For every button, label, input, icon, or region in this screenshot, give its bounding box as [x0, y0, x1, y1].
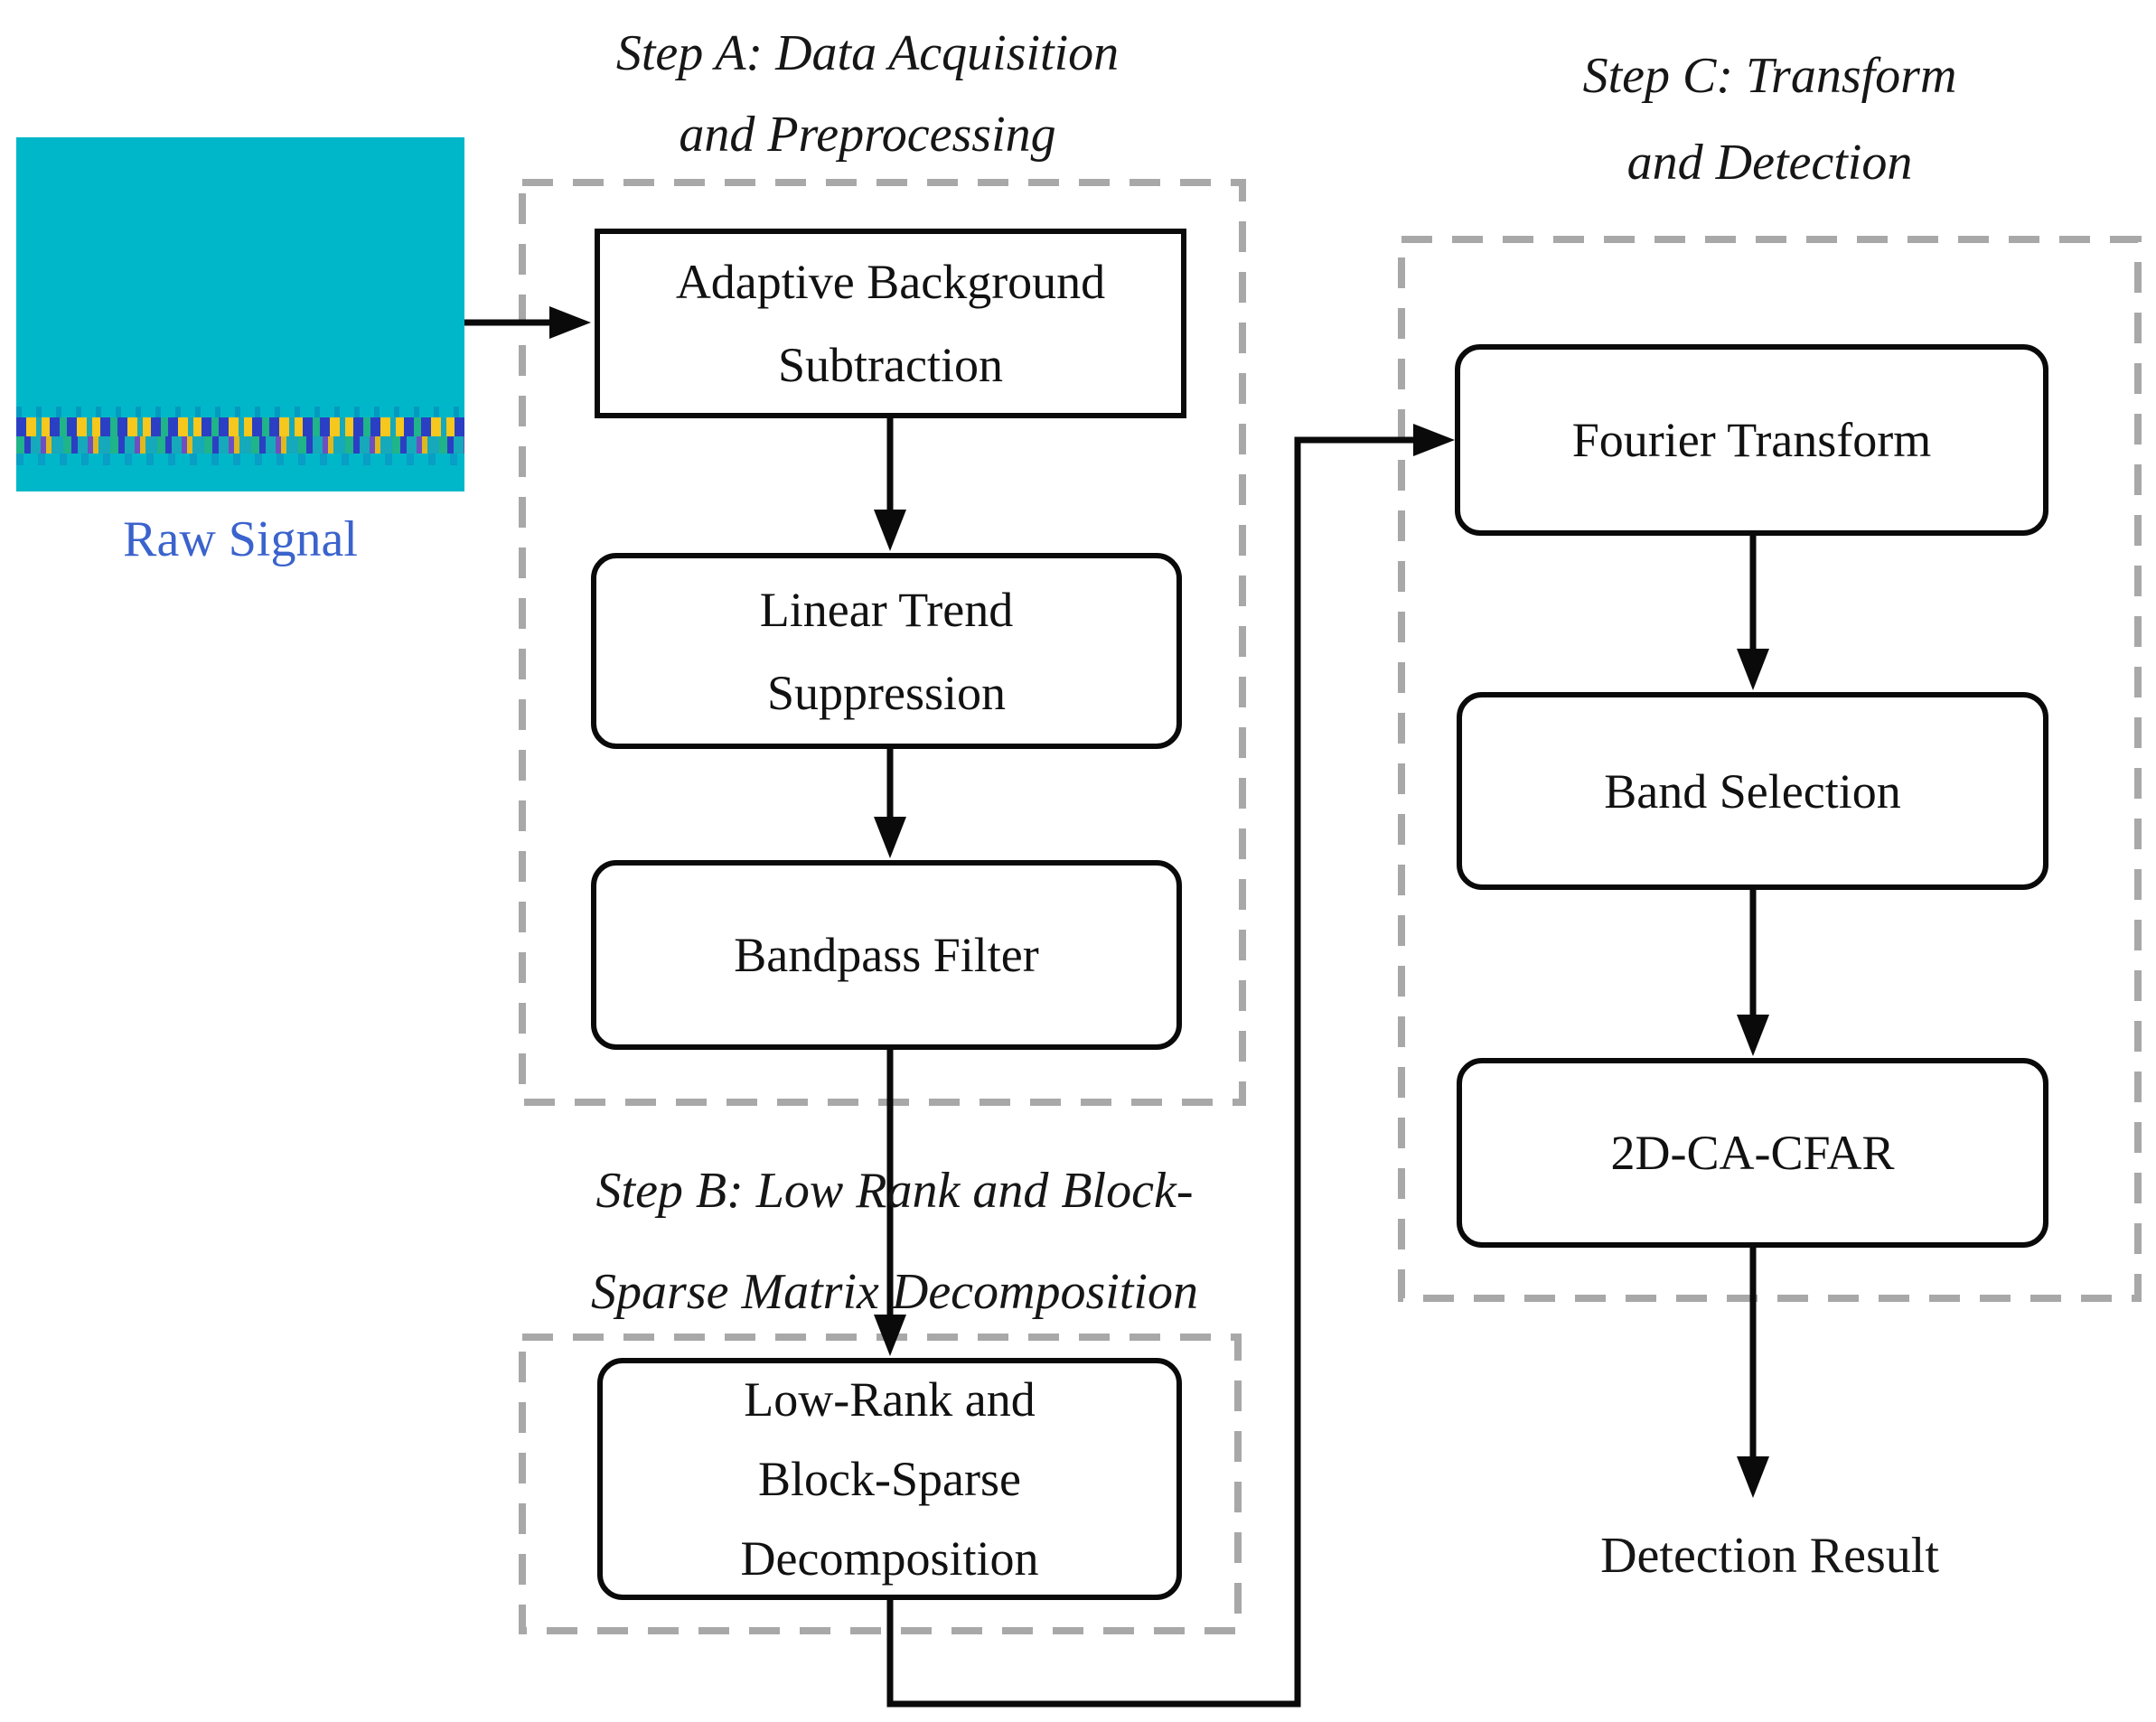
node-label-line: Low-Rank and [744, 1372, 1036, 1427]
node-label-line: Suppression [766, 665, 1006, 720]
node-band-selection: Band Selection [1457, 692, 2048, 890]
raw-signal-image [16, 137, 464, 491]
step-b-title-line1: Step B: Low Rank and Block- [595, 1163, 1194, 1219]
arrowhead-ft-to-bs [1737, 649, 1769, 690]
step-a-title-line2: and Preprocessing [679, 107, 1056, 163]
node-label-line: Adaptive Background [675, 255, 1106, 309]
node-fourier-transform: Fourier Transform [1455, 344, 2048, 536]
raw-signal-noise-band [16, 417, 464, 436]
node-label-line: Linear Trend [759, 582, 1014, 637]
node-label-line: Decomposition [740, 1531, 1039, 1586]
node-label-line: Fourier Transform [1571, 413, 1932, 467]
step-b-title-line2: Sparse Matrix Decomposition [591, 1264, 1198, 1320]
step-b-title: Step B: Low Rank and Block- Sparse Matri… [479, 1140, 1310, 1343]
node-label-line: Subtraction [778, 338, 1003, 392]
node-bandpass-filter: Bandpass Filter [591, 860, 1182, 1050]
arrowhead-cfar-to-result [1737, 1456, 1769, 1498]
arrowhead-bpf-to-lrbsd [874, 1315, 906, 1356]
raw-signal-noise-band [16, 407, 464, 417]
node-label-line: Band Selection [1604, 763, 1901, 819]
step-c-title-line2: and Detection [1626, 135, 1913, 191]
step-c-title: Step C: Transform and Detection [1401, 33, 2138, 206]
node-low-rank-block-sparse-decomposition: Low-Rank and Block-Sparse Decomposition [597, 1358, 1182, 1600]
node-label-line: Bandpass Filter [734, 928, 1039, 982]
arrowhead-lts-to-bpf [874, 817, 906, 858]
node-linear-trend-suppression: Linear Trend Suppression [591, 553, 1182, 749]
connector-lrbsd-to-ft [886, 436, 1419, 1708]
step-c-title-line1: Step C: Transform [1582, 48, 1957, 104]
step-a-dashed-box [519, 179, 1246, 1106]
step-a-title: Step A: Data Acquisition and Preprocessi… [506, 13, 1229, 175]
step-b-dashed-box [519, 1334, 1242, 1634]
node-label-line: 2D-CA-CFAR [1610, 1126, 1895, 1180]
raw-signal-label: Raw Signal [123, 511, 358, 567]
node-2d-ca-cfar: 2D-CA-CFAR [1457, 1058, 2048, 1248]
node-label-line: Block-Sparse [758, 1452, 1021, 1506]
arrowhead-bs-to-cfar [1737, 1015, 1769, 1056]
arrowhead-raw-to-abs [549, 306, 591, 339]
step-c-dashed-box [1398, 236, 2142, 1302]
node-adaptive-background-subtraction: Adaptive Background Subtraction [595, 229, 1186, 418]
raw-signal-noise-band [16, 454, 464, 465]
step-a-title-line1: Step A: Data Acquisition [615, 25, 1120, 81]
raw-signal-noise-band [16, 436, 464, 454]
arrowhead-abs-to-lts [874, 510, 906, 551]
detection-result-label: Detection Result [1600, 1528, 1939, 1584]
arrowhead-lrbsd-to-ft [1413, 424, 1455, 456]
